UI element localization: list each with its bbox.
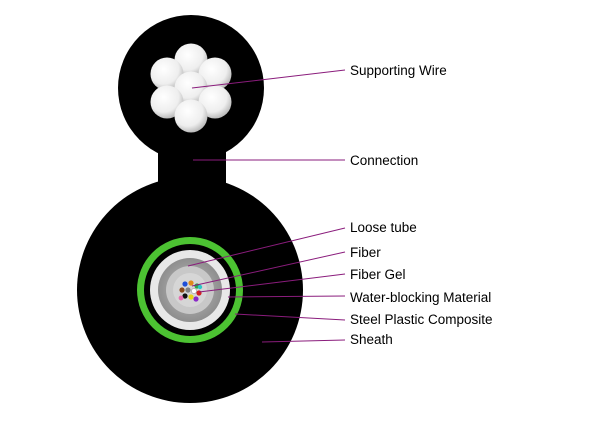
leader-loose-tube xyxy=(187,227,346,267)
fibers xyxy=(178,280,203,302)
label-fiber-gel: Fiber Gel xyxy=(350,267,406,282)
fiber xyxy=(179,287,185,293)
label-steel-plastic-composite: Steel Plastic Composite xyxy=(350,312,493,327)
label-sheath: Sheath xyxy=(350,332,393,347)
fiber xyxy=(182,293,188,299)
leader-lines xyxy=(187,69,346,343)
fiber xyxy=(188,294,194,300)
label-supporting-wire: Supporting Wire xyxy=(350,63,447,78)
wire-strand xyxy=(174,71,208,105)
fiber xyxy=(178,295,184,301)
wire-strand xyxy=(150,85,184,119)
label-water-blocking-material: Water-blocking Material xyxy=(350,290,492,305)
label-fiber: Fiber xyxy=(350,245,381,260)
leader-steel-plastic xyxy=(234,313,346,321)
supporting-wire-strands xyxy=(150,43,232,133)
fiber xyxy=(191,288,197,294)
fiber xyxy=(193,296,199,302)
wire-strand xyxy=(198,57,232,91)
fiber xyxy=(197,284,203,290)
leader-fiber-gel xyxy=(198,273,346,293)
fiber xyxy=(182,281,188,287)
wire-strand xyxy=(150,57,184,91)
label-connection: Connection xyxy=(350,153,419,168)
wire-strand xyxy=(174,43,208,77)
leader-supporting-wire xyxy=(191,69,346,89)
wire-strand xyxy=(174,99,208,133)
leader-fiber xyxy=(191,251,346,287)
fiber xyxy=(185,287,191,293)
wire-strand xyxy=(198,85,232,119)
fiber xyxy=(196,290,202,296)
label-loose-tube: Loose tube xyxy=(350,220,417,235)
leader-sheath xyxy=(261,339,346,343)
leader-water-blocking xyxy=(227,295,346,298)
fiber xyxy=(188,280,194,286)
